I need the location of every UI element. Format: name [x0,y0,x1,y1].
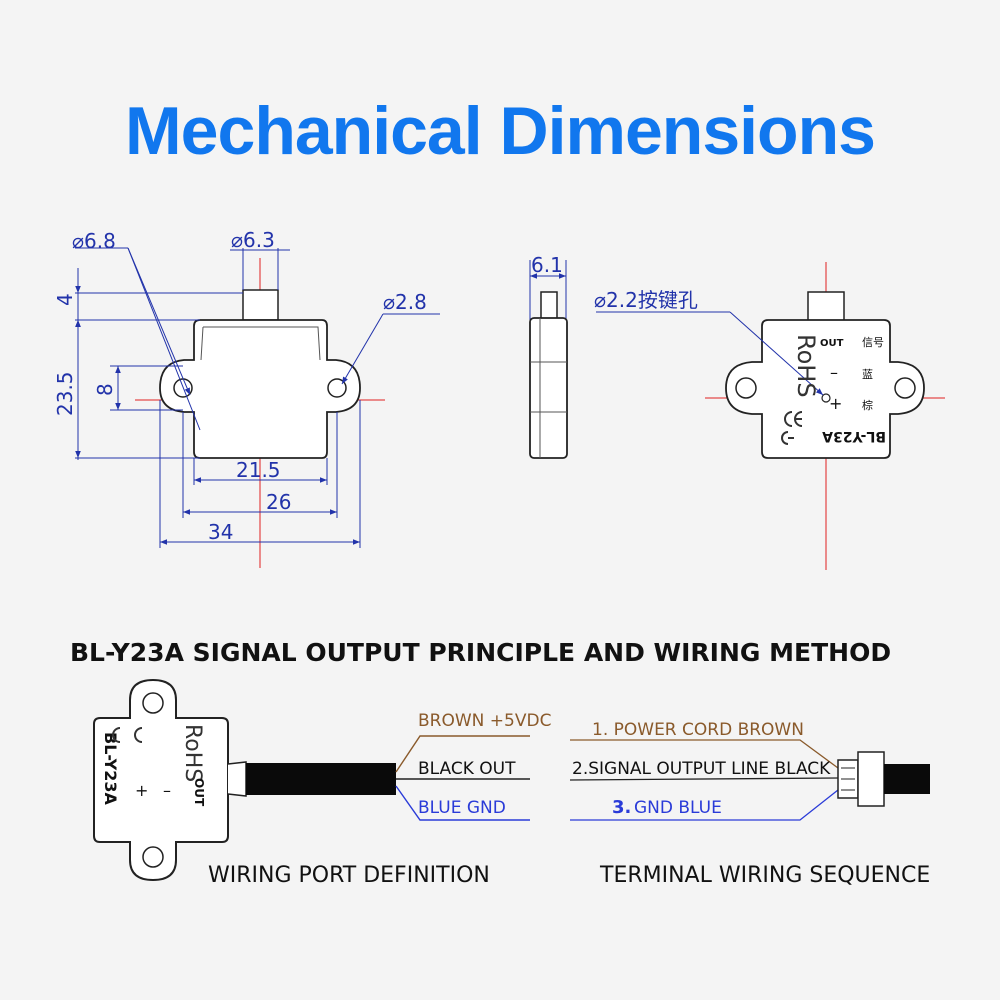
terminal-line-3: GND BLUE [634,798,722,818]
button-hole [821,393,831,403]
sensor-ce-icon [112,727,121,743]
back-rohs: RoHS [792,334,820,398]
sensor-out: OUT [192,778,206,807]
wire-brown [395,735,530,773]
sensor-plus: + [135,781,148,800]
back-cn-1: 信号 [862,336,884,349]
terminal-line-1: 1. POWER CORD BROWN [592,720,804,740]
sensor-model: BL-Y23A [101,732,120,806]
dim-dia-right: ⌀2.8 [383,290,427,314]
ce-mark-icon [784,411,803,427]
back-minus: – [830,363,838,382]
sensor-minus: – [163,781,171,800]
back-plus: + [829,394,842,413]
dim-dia-top: ⌀6.3 [231,228,275,252]
back-model: BL-Y23A [822,428,886,444]
wire-blue [395,785,530,821]
dim-4: 4 [53,293,77,306]
dim-6-1: 6.1 [531,253,563,277]
sensor-body [93,678,229,882]
wiring-sensor: BL-Y23A RoHS + – OUT [93,678,396,882]
caption-terminal: TERMINAL WIRING SEQUENCE [599,863,930,888]
wire-fan [395,735,530,821]
front-view: ⌀6.8 ⌀6.3 ⌀2.8 4 23.5 8 21.5 26 34 [53,228,440,568]
terminal-wiring [569,739,930,821]
back-body [725,319,925,459]
cable [246,763,396,795]
dim-21-5: 21.5 [236,458,281,482]
back-view: ⌀2.2按键孔 RoHS OUT – + 信号 蓝 棕 BL-Y23A [594,262,945,570]
back-hole-left [735,377,757,399]
label-black: BLACK OUT [418,759,516,779]
dim-26: 26 [266,490,291,514]
page-title: Mechanical Dimensions [125,93,876,169]
wiring-section-title: BL-Y23A SIGNAL OUTPUT PRINCIPLE AND WIRI… [70,638,892,667]
dim-dia-left: ⌀6.8 [72,229,116,253]
back-cn-2: 蓝 [862,368,873,381]
side-body [529,317,568,459]
button-hole-label: ⌀2.2按键孔 [594,288,698,312]
label-blue: BLUE GND [418,798,506,818]
dim-34: 34 [208,520,233,544]
caption-wiring-port: WIRING PORT DEFINITION [208,863,490,888]
dim-8: 8 [93,383,117,396]
back-out: OUT [820,338,844,349]
label-brown: BROWN +5VDC [418,711,551,731]
back-hole-right [894,377,916,399]
terminal-line-2: 2.SIGNAL OUTPUT LINE BLACK [572,759,831,779]
side-view: 6.1 [529,253,568,459]
dim-23-5: 23.5 [53,371,77,416]
front-hole-right [327,378,347,398]
terminal-cable [884,764,930,794]
terminal-line-3-num: 3. [612,797,631,818]
sensor-recycle-icon [134,727,143,743]
back-cn-3: 棕 [862,398,873,412]
sensor-rohs: RoHS [180,724,205,782]
recycle-mark-icon [781,431,794,445]
front-connector [242,289,279,321]
